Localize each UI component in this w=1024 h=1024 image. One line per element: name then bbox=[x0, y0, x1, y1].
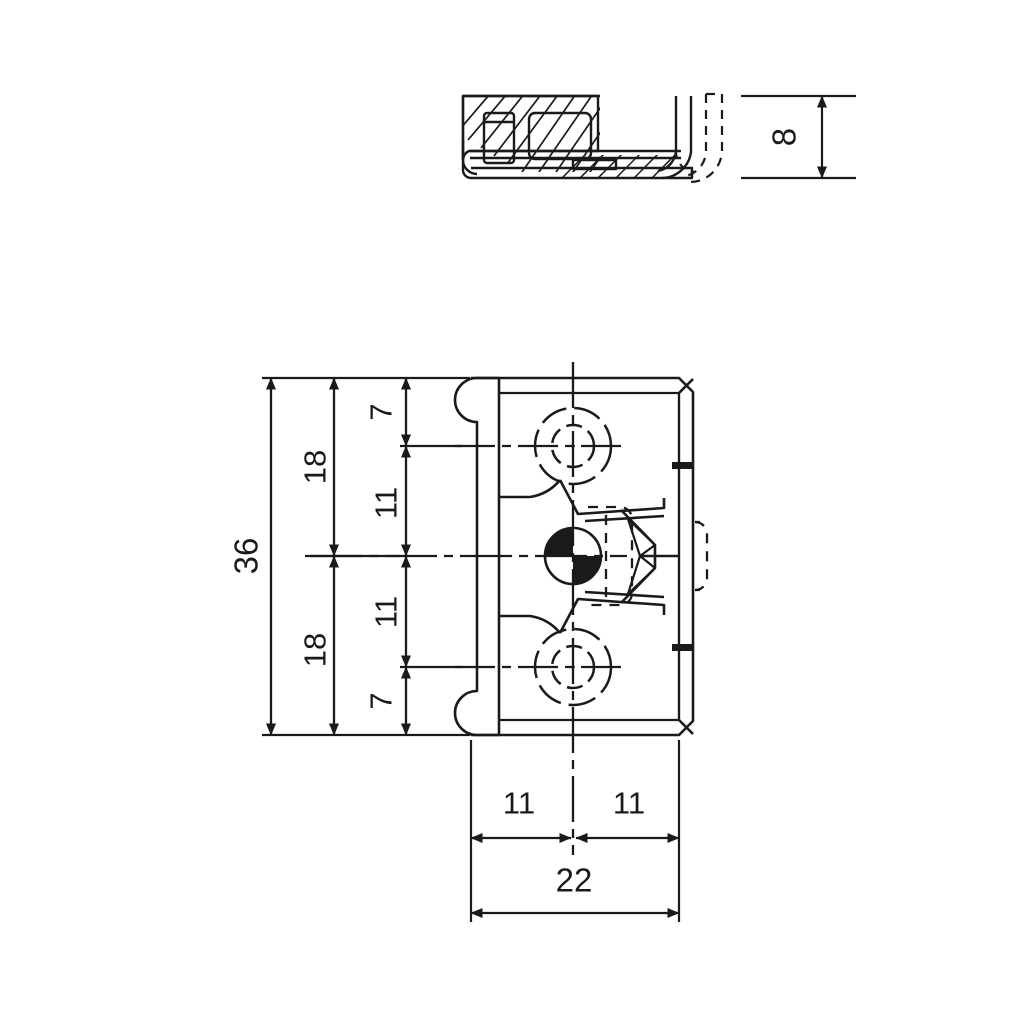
section-hook-tip-dash bbox=[674, 151, 696, 174]
centerlines bbox=[310, 362, 627, 855]
extension-lines-vertical-dims bbox=[262, 376, 470, 737]
boss-arm-lower bbox=[499, 614, 562, 634]
section-pin-rect bbox=[482, 111, 516, 165]
chamfer-bottom-right bbox=[678, 719, 694, 735]
boss-arm-upper bbox=[499, 479, 562, 499]
dim-label-11-left: 11 bbox=[503, 786, 535, 821]
section-bottom-tab bbox=[571, 158, 618, 171]
center-dot-upper bbox=[571, 444, 575, 448]
section-hidden-lines bbox=[685, 92, 724, 184]
right-edge-mark-upper bbox=[672, 462, 694, 469]
latch-arm-upper-2 bbox=[584, 514, 665, 523]
right-edge-mark-lower bbox=[672, 644, 694, 651]
plate-outline bbox=[471, 376, 695, 737]
dim-label-22: 22 bbox=[556, 862, 593, 899]
latch-arm-lower-2 bbox=[584, 590, 665, 599]
section-body-lower-outline bbox=[461, 140, 694, 180]
section-hook-arm bbox=[657, 96, 678, 173]
dim-label-7-lower: 7 bbox=[364, 692, 399, 709]
extension-lines-horizontal-dims bbox=[469, 740, 681, 922]
dimension-thickness bbox=[741, 94, 856, 180]
section-hook-arm-inner bbox=[661, 96, 693, 180]
cam-inner-facets bbox=[626, 518, 656, 595]
dim-label-11-right: 11 bbox=[613, 786, 645, 821]
section-left-round-profile bbox=[461, 96, 478, 176]
side-section-view bbox=[461, 92, 724, 184]
section-cam-pocket bbox=[527, 111, 593, 161]
center-dot-lower bbox=[571, 665, 575, 669]
dim-label-7-upper: 7 bbox=[364, 403, 399, 420]
dim-label-18-upper: 18 bbox=[298, 450, 333, 484]
dim-label-36: 36 bbox=[228, 538, 265, 575]
dim-label-thickness: 8 bbox=[766, 128, 803, 146]
plan-hidden-lines bbox=[588, 505, 634, 607]
section-hatching-flange bbox=[560, 155, 681, 178]
dim-label-18-lower: 18 bbox=[298, 633, 333, 667]
dim-label-11-upper: 11 bbox=[369, 487, 404, 519]
plan-hidden-lines-right bbox=[694, 520, 709, 592]
dim-label-11-lower: 11 bbox=[369, 596, 404, 628]
chamfer-top-right bbox=[678, 378, 694, 394]
